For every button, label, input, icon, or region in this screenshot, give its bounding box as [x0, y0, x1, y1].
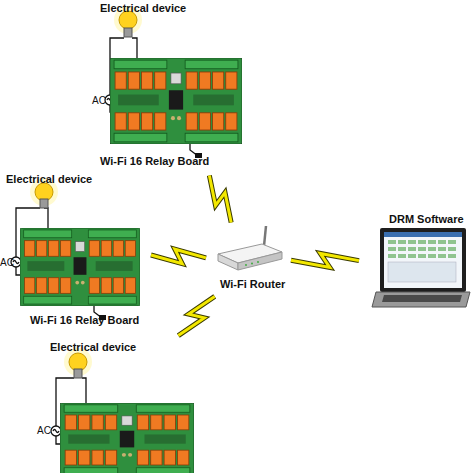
bulb — [69, 353, 87, 371]
ac-wave — [53, 430, 59, 433]
wireless-link — [151, 249, 206, 263]
laptop-node: DRM Software — [365, 212, 472, 310]
relay-board-group: Electrical deviceAC — [30, 340, 195, 473]
bolt-outline — [209, 175, 231, 222]
bolt-outline — [178, 296, 214, 335]
lightning-bolt — [209, 175, 231, 222]
router-label: Wi-Fi Router — [220, 278, 285, 291]
screen-grid — [388, 240, 456, 258]
ac-label: AC — [37, 424, 51, 437]
lightning-bolt — [151, 249, 206, 263]
device-label: Electrical device — [100, 2, 186, 15]
router-side — [218, 254, 238, 270]
relay-board-group: Electrical deviceAC Wi-Fi 16 Relay Board — [90, 0, 245, 170]
keyboard — [382, 295, 462, 302]
ac-source — [51, 426, 61, 436]
wire — [44, 208, 48, 228]
bulb-base — [74, 369, 82, 378]
laptop-screen-frame — [380, 228, 466, 292]
laptop — [372, 228, 470, 307]
wire — [82, 378, 86, 403]
ac-label: AC — [0, 256, 14, 269]
bulb-base — [124, 28, 132, 37]
router — [218, 226, 282, 270]
wireless-link — [209, 175, 231, 222]
device-label: Electrical device — [50, 341, 136, 354]
wireless-link — [291, 253, 359, 267]
wireless-link — [178, 296, 214, 335]
wire — [132, 38, 137, 58]
bolt-outline — [291, 253, 359, 267]
lightning-bolt — [178, 296, 214, 335]
router-front — [238, 252, 282, 270]
bolt-outline — [151, 249, 206, 263]
relay-board — [20, 228, 140, 306]
router-node: Wi-Fi Router — [212, 228, 285, 292]
relay-board-group: Electrical deviceAC Wi-Fi 16 Relay Board — [0, 172, 145, 330]
device-label: Electrical device — [6, 173, 92, 186]
software-label: DRM Software — [389, 213, 464, 226]
boards — [20, 58, 242, 473]
relay-board — [110, 58, 242, 144]
screen-panel — [388, 262, 456, 282]
antenna — [264, 226, 266, 246]
laptop-screen — [384, 232, 462, 288]
lightning-bolt — [291, 253, 359, 267]
bulb — [35, 183, 53, 201]
window-bar — [384, 232, 462, 237]
laptop-base — [372, 292, 470, 307]
relay-board — [60, 403, 194, 473]
board-label: Wi-Fi 16 Relay Board — [30, 314, 139, 327]
ac-label: AC — [92, 94, 106, 107]
board-label: Wi-Fi 16 Relay Board — [100, 155, 209, 168]
bulb-base — [40, 199, 48, 208]
